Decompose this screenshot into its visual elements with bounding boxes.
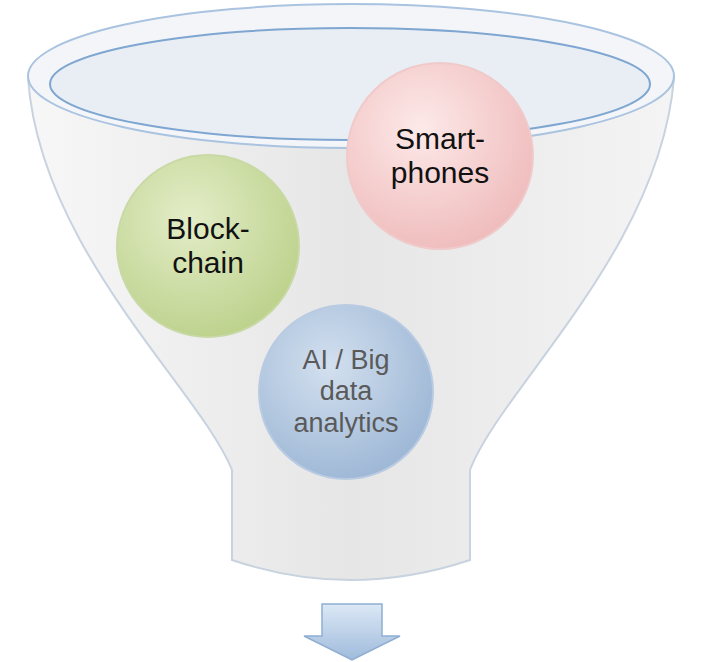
technology-circle: AI / Big data analytics [257, 303, 435, 481]
down-arrow [304, 604, 400, 660]
technology-circle: Block- chain [115, 153, 301, 339]
circle-label: AI / Big data analytics [276, 345, 416, 438]
circle-label: Smart- phones [375, 122, 505, 191]
funnel-opening [50, 28, 650, 140]
circle-label: Block- chain [148, 212, 268, 281]
technology-circle: Smart- phones [345, 61, 535, 251]
